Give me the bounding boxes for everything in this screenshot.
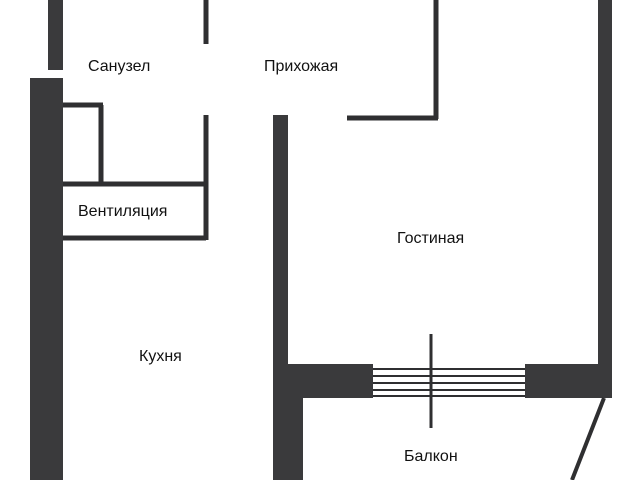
wall-kitchen-right <box>273 364 303 480</box>
wall-right-outer <box>598 0 612 378</box>
balcony-door <box>373 334 525 428</box>
room-label-bathroom: Санузел <box>88 58 150 75</box>
room-label-balcony: Балкон <box>404 448 458 465</box>
room-label-ventilation: Вентиляция <box>78 203 167 220</box>
wall-left-outer <box>30 78 63 480</box>
walls <box>30 0 612 480</box>
room-label-hallway: Прихожая <box>264 58 338 75</box>
room-label-living-room: Гостиная <box>397 230 464 247</box>
railing-line <box>570 397 606 480</box>
balcony-railing <box>570 397 606 480</box>
partitions <box>63 0 439 241</box>
room-label-kitchen: Кухня <box>139 348 182 365</box>
wall-living-left <box>273 115 288 365</box>
wall-top-left-stub <box>48 0 63 70</box>
wall-living-bottom-right <box>525 364 612 398</box>
room-labels: Санузел Прихожая Вентиляция Гостиная Кух… <box>78 58 464 465</box>
